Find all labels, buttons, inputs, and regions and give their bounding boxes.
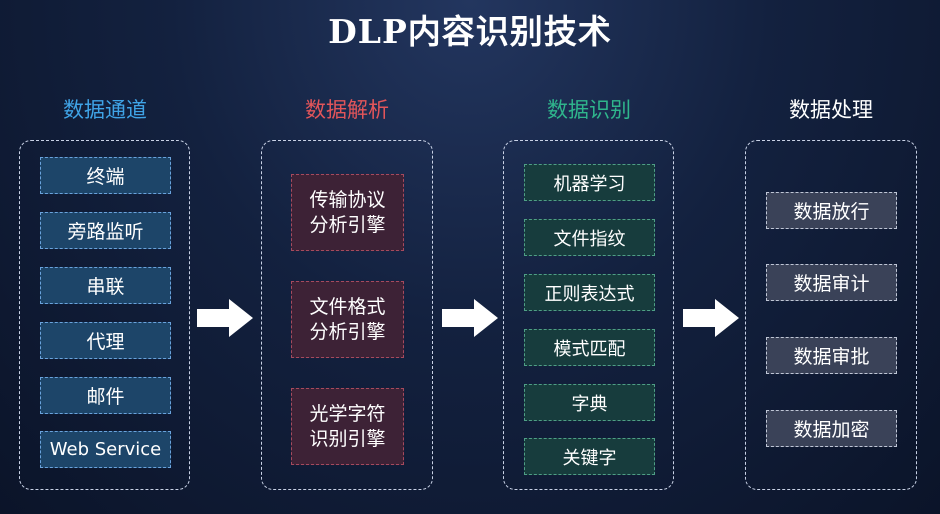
- channel-item: 邮件: [40, 377, 171, 414]
- process-heading: 数据处理: [789, 98, 873, 122]
- channel-item: Web Service: [40, 431, 171, 468]
- process-item: 数据审计: [766, 264, 897, 301]
- parse-engine-line: 分析引擎: [309, 320, 386, 343]
- identify-item: 正则表达式: [524, 274, 655, 311]
- parse-engine-line: 分析引擎: [309, 213, 386, 236]
- process-item: 数据加密: [766, 410, 897, 447]
- identify-item: 机器学习: [524, 164, 655, 201]
- channel-panel: 终端 旁路监听 串联 代理 邮件 Web Service: [19, 140, 190, 490]
- parse-engine-line: 识别引擎: [309, 427, 386, 450]
- parse-engine-line: 传输协议: [309, 188, 386, 211]
- identify-panel: 机器学习 文件指纹 正则表达式 模式匹配 字典 关键字: [503, 140, 674, 490]
- parse-engine: 光学字符 识别引擎: [291, 388, 404, 465]
- channel-item: 代理: [40, 322, 171, 359]
- process-item: 数据审批: [766, 337, 897, 374]
- process-panel: 数据放行 数据审计 数据审批 数据加密: [745, 140, 917, 490]
- arrow-right-icon: [683, 299, 739, 337]
- identify-item: 字典: [524, 384, 655, 421]
- parse-engine: 文件格式 分析引擎: [291, 281, 404, 358]
- arrow-right-icon: [442, 299, 498, 337]
- channel-item: 旁路监听: [40, 212, 171, 249]
- arrow-right-icon: [197, 299, 253, 337]
- parse-panel: 传输协议 分析引擎 文件格式 分析引擎 光学字符 识别引擎: [261, 140, 433, 490]
- identify-item: 文件指纹: [524, 219, 655, 256]
- diagram-title: DLP内容识别技术: [328, 12, 612, 51]
- process-item: 数据放行: [766, 192, 897, 229]
- identify-item: 关键字: [524, 438, 655, 475]
- channel-item: 终端: [40, 157, 171, 194]
- parse-engine-line: 文件格式: [309, 295, 386, 318]
- parse-engine-line: 光学字符: [309, 402, 386, 425]
- identify-heading: 数据识别: [547, 98, 631, 122]
- identify-item: 模式匹配: [524, 329, 655, 366]
- channel-item: 串联: [40, 267, 171, 304]
- parse-engine: 传输协议 分析引擎: [291, 174, 404, 251]
- parse-heading: 数据解析: [305, 98, 389, 122]
- channel-heading: 数据通道: [63, 98, 147, 122]
